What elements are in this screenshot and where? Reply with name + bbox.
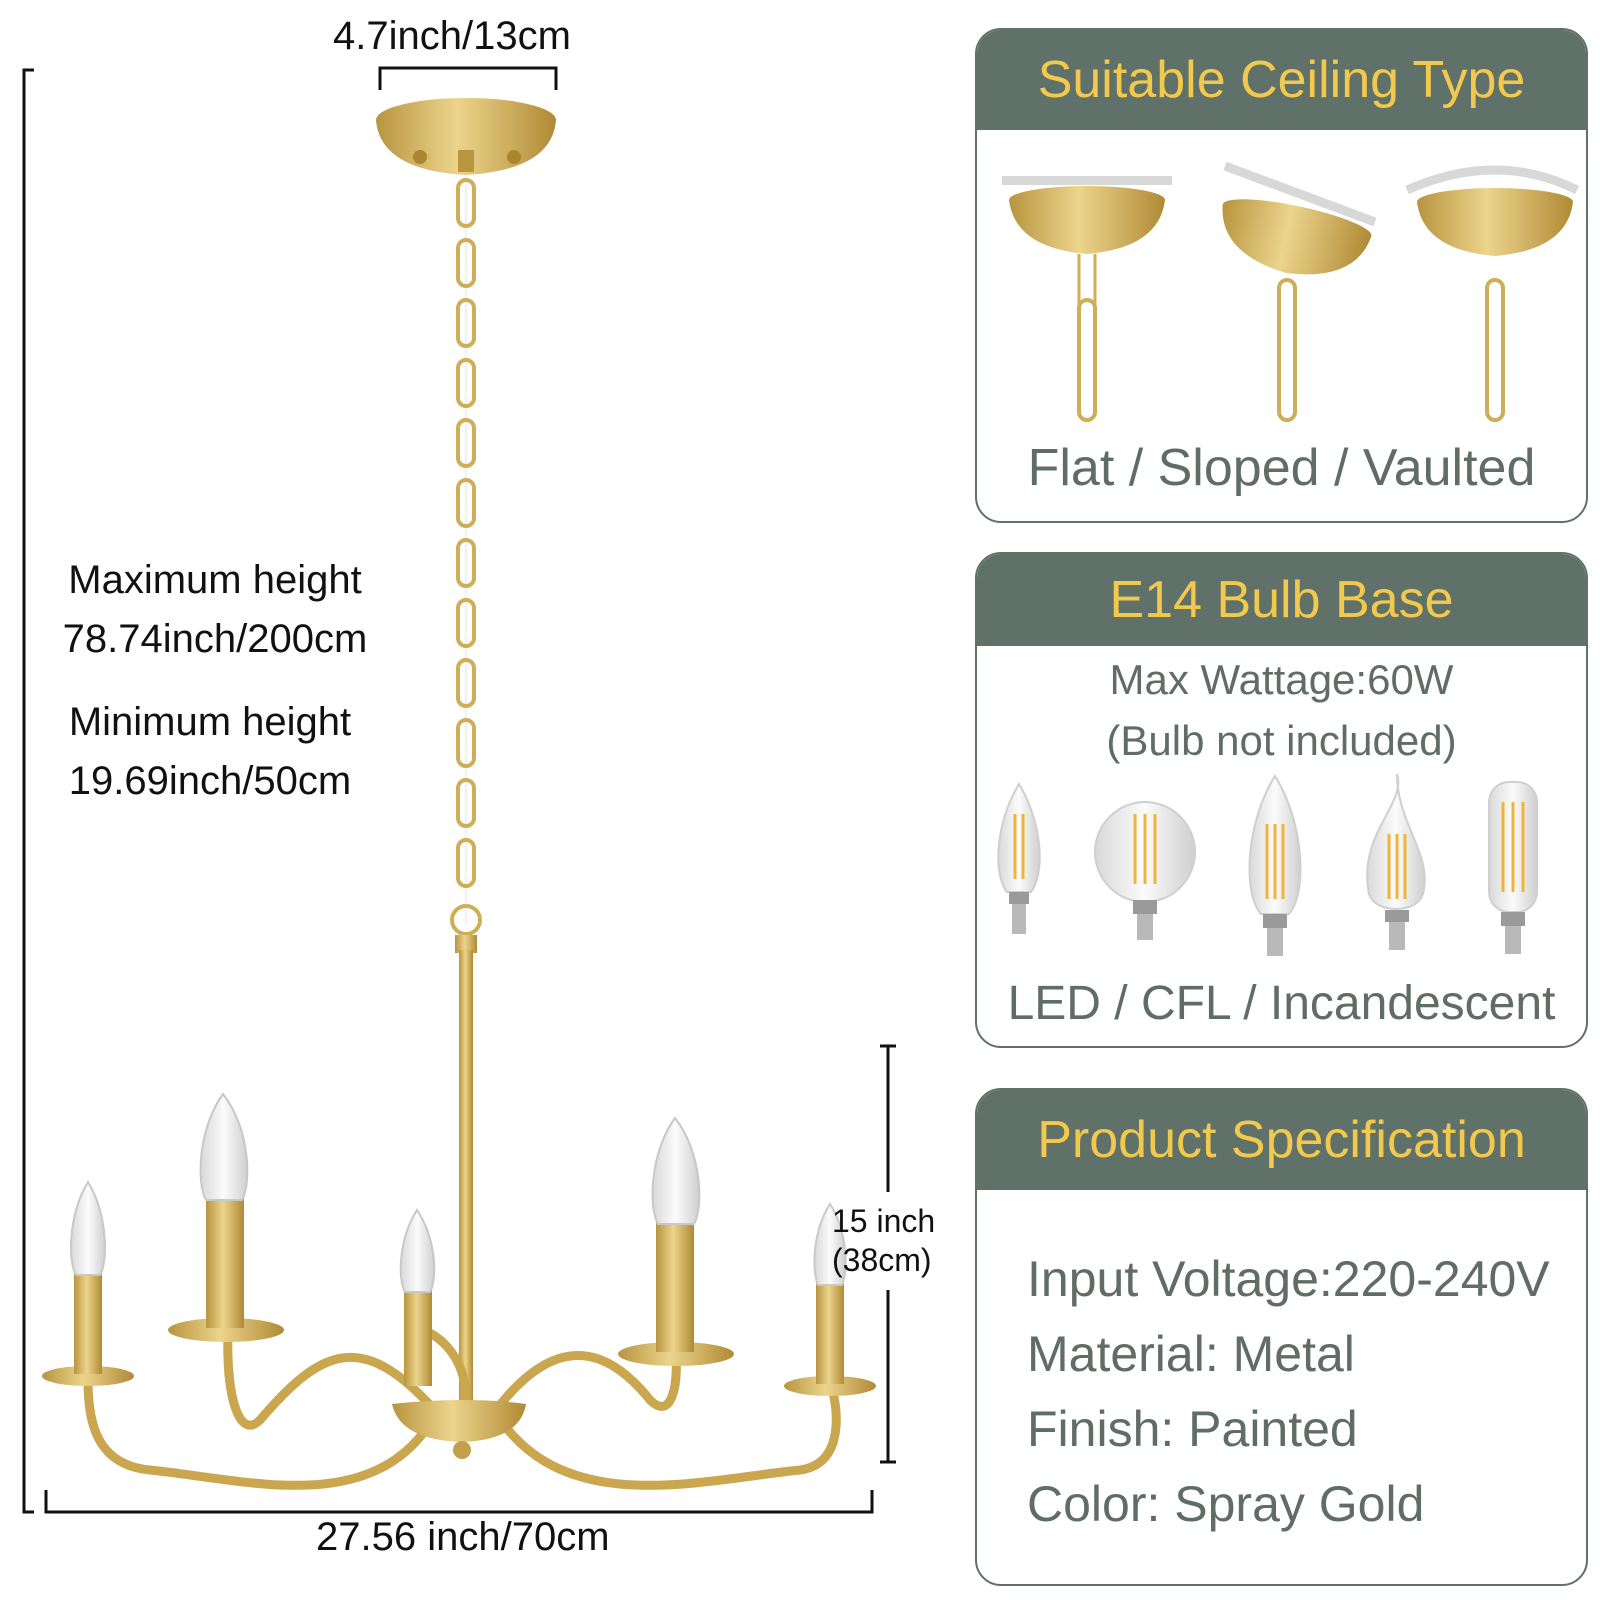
tubular-bulb-icon (1488, 781, 1538, 954)
torpedo-bulb-icon (1248, 774, 1302, 956)
ceiling-types-caption: Flat / Sloped / Vaulted (1027, 439, 1536, 497)
downrod (459, 950, 473, 1405)
candle-2 (168, 1092, 284, 1342)
spec-material: Material: Metal (1027, 1326, 1355, 1382)
bulb-types-caption: LED / CFL / Incandescent (1007, 977, 1556, 1030)
max-height-value: 78.74inch/200cm (62, 617, 368, 661)
chandelier-illustration (22, 66, 896, 1514)
sloped-ceiling-icon (1222, 161, 1377, 422)
vaulted-ceiling-icon (1405, 165, 1580, 422)
candle-3 (399, 1208, 436, 1386)
spec-finish: Finish: Painted (1027, 1401, 1358, 1457)
product-spec-panel: Product Specification Input Voltage:220-… (975, 1088, 1588, 1586)
globe-bulb-icon (1094, 801, 1196, 940)
chain (450, 175, 482, 936)
min-height-label: Minimum height (68, 700, 352, 744)
canopy-width-bracket (378, 66, 558, 90)
candle-4 (618, 1116, 734, 1366)
ceiling-type-panel: Suitable Ceiling Type Flat / Sloped / (975, 28, 1588, 523)
center-bowl (392, 1400, 526, 1442)
bulb-note-text: (Bulb not included) (1106, 717, 1457, 764)
height-dimension-line (22, 68, 34, 1514)
candle-bulb-icon (997, 782, 1041, 934)
body-height-label: 15 inch (832, 1203, 936, 1239)
spec-color: Color: Spray Gold (1027, 1476, 1425, 1532)
downrod-cap (455, 935, 477, 953)
finial (453, 1441, 471, 1459)
total-width-label: 27.56 inch/70cm (316, 1515, 610, 1559)
body-height-dimension-line (880, 1044, 896, 1464)
canopy (376, 98, 556, 175)
bulb-base-panel: E14 Bulb Base Max Wattage:60W (Bulb not … (975, 552, 1588, 1048)
min-height-value: 19.69inch/50cm (68, 759, 352, 803)
ceiling-panel-title: Suitable Ceiling Type (977, 30, 1586, 130)
width-dimension-line (44, 1490, 874, 1514)
bulb-type-illustrations (997, 774, 1538, 956)
max-wattage-text: Max Wattage:60W (1109, 656, 1454, 703)
candle-1 (42, 1180, 134, 1386)
ceiling-illustrations (1002, 161, 1580, 422)
flame-tip-bulb-icon (1366, 774, 1426, 950)
canopy-width-label: 4.7inch/13cm (333, 14, 571, 58)
bulb-panel-title: E14 Bulb Base (977, 554, 1586, 646)
flat-ceiling-icon (1002, 176, 1172, 422)
max-height-label: Maximum height (68, 558, 362, 602)
body-height-cm-label: (38cm) (832, 1242, 932, 1278)
spec-panel-title: Product Specification (977, 1090, 1586, 1190)
candle-5 (784, 1202, 876, 1396)
spec-voltage: Input Voltage:220-240V (1027, 1251, 1550, 1307)
